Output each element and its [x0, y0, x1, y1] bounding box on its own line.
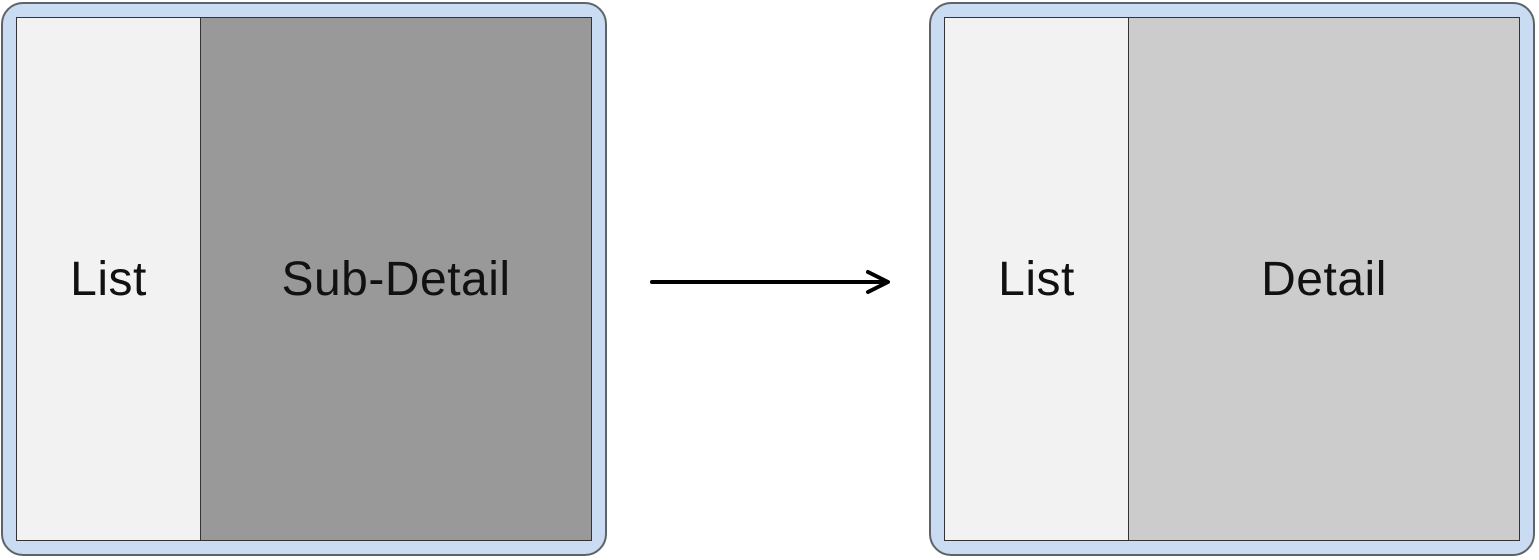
- list-pane-before: List: [17, 18, 201, 540]
- detail-pane: Detail: [1129, 18, 1519, 540]
- list-pane-after: List: [945, 18, 1129, 540]
- list-label-after: List: [998, 252, 1075, 306]
- list-label-before: List: [70, 252, 147, 306]
- sub-detail-label: Sub-Detail: [281, 252, 511, 306]
- screen-before: List Sub-Detail: [16, 17, 592, 541]
- detail-label: Detail: [1261, 252, 1387, 306]
- arrow-head: [866, 270, 890, 294]
- screen-after: List Detail: [944, 17, 1520, 541]
- device-frame-before: List Sub-Detail: [1, 2, 607, 556]
- transition-arrow-icon: [650, 270, 890, 294]
- device-frame-after: List Detail: [929, 2, 1535, 556]
- sub-detail-pane: Sub-Detail: [201, 18, 591, 540]
